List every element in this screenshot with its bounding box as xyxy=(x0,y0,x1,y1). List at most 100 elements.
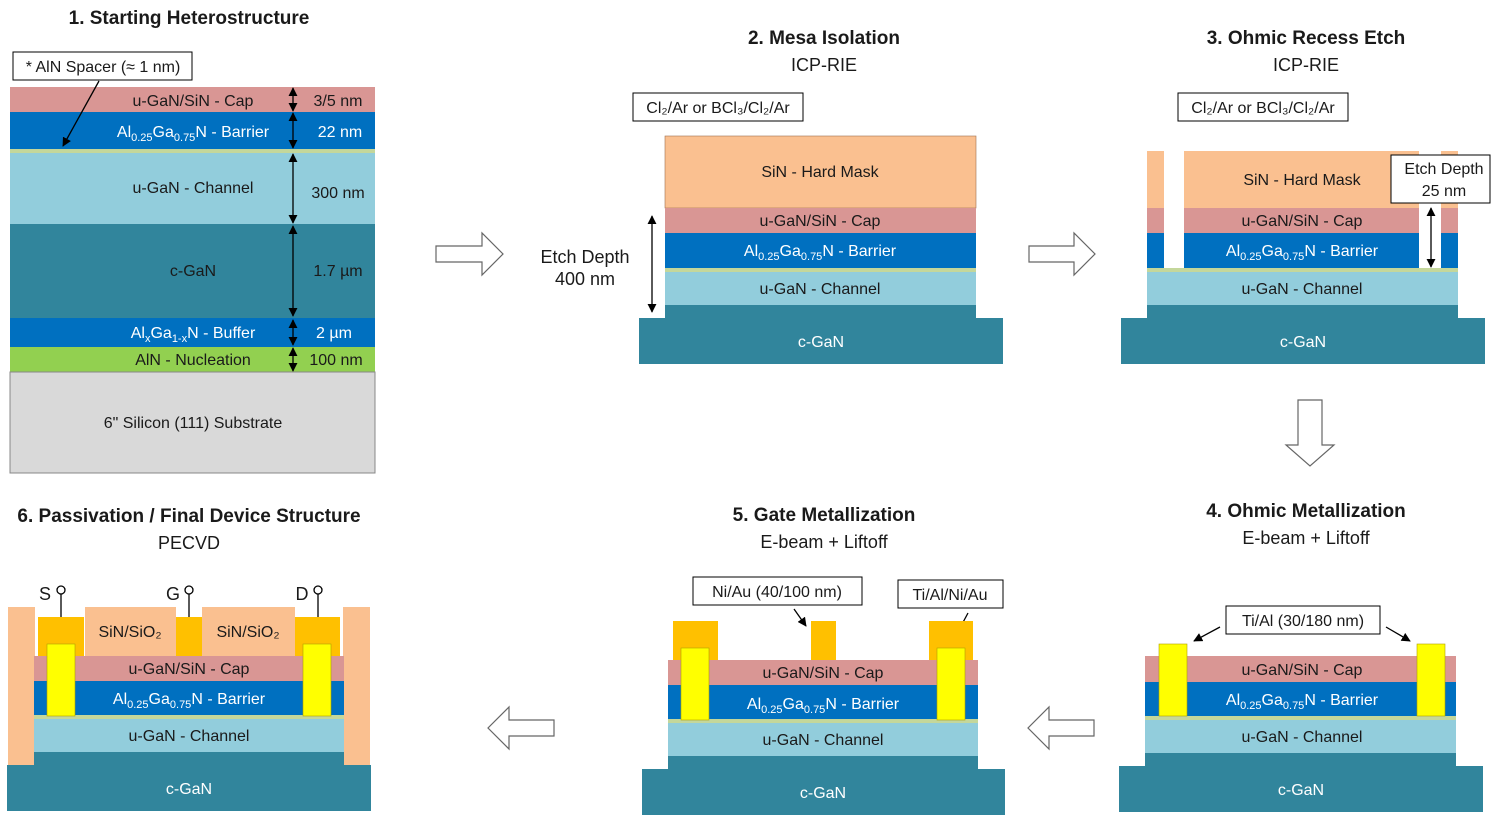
step2-barrier-layer xyxy=(665,233,976,268)
step6-passivation-left-label: SiN/SiO₂ xyxy=(98,624,161,641)
step3-right-pillar-cap xyxy=(1441,208,1458,233)
step6-left-passivation xyxy=(8,607,35,765)
step5-cgan-base xyxy=(642,769,1005,815)
step6-passivation-right-label: SiN/SiO₂ xyxy=(216,624,279,641)
step6-source-ohmic-contact xyxy=(46,643,76,717)
step1-buffer-layer xyxy=(10,318,375,347)
step1-spacer-pointer-arrow xyxy=(62,80,100,147)
step4-cgan-label: c-GaN xyxy=(1278,782,1324,799)
step4-title: 4. Ohmic Metallization xyxy=(1206,501,1406,522)
step6-panel: 6. Passivation / Final Device Structure … xyxy=(7,506,371,811)
step4-cap-label: u-GaN/SiN - Cap xyxy=(1242,662,1363,679)
step4-metal-label: Ti/Al (30/180 nm) xyxy=(1242,613,1364,630)
step6-cap-layer xyxy=(34,656,344,681)
step3-etch-depth-box xyxy=(1390,154,1491,204)
arrow-step4-to-5 xyxy=(1027,705,1095,751)
step3-gas-box xyxy=(1177,92,1349,122)
step5-right-ohmic-contact xyxy=(936,647,966,721)
step2-gas-box xyxy=(632,92,804,122)
step2-hard-mask-label: SiN - Hard Mask xyxy=(761,164,879,181)
step6-barrier-label: Al0.25Ga0.75N - Barrier xyxy=(113,691,266,711)
step3-barrier-layer xyxy=(1184,233,1419,268)
arrow-step5-to-6 xyxy=(487,705,555,751)
step3-right-pillar-barrier xyxy=(1441,233,1458,268)
step3-etch-depth-label: Etch Depth xyxy=(1404,161,1483,178)
step2-cap-layer xyxy=(665,208,976,233)
step1-substrate-layer xyxy=(9,371,376,474)
step2-spacer-layer xyxy=(665,268,976,272)
step3-channel-label: u-GaN - Channel xyxy=(1242,281,1363,298)
step5-gate-arrow xyxy=(793,608,807,627)
step5-cap-layer xyxy=(668,660,978,685)
step1-cgan-layer xyxy=(10,224,375,318)
step1-channel-layer xyxy=(10,153,375,224)
step3-gas-label: Cl₂/Ar or BCl₃/Cl₂/Ar xyxy=(1191,100,1335,117)
step1-spacer-layer xyxy=(10,149,375,153)
step5-channel-label: u-GaN - Channel xyxy=(763,732,884,749)
step6-cgan-base xyxy=(7,765,371,811)
step6-cap-label: u-GaN/SiN - Cap xyxy=(129,661,250,678)
step1-channel-label: u-GaN - Channel xyxy=(133,180,254,197)
step3-panel: 3. Ohmic Recess Etch ICP-RIE Cl₂/Ar or B… xyxy=(1121,28,1491,364)
step2-channel-label: u-GaN - Channel xyxy=(760,281,881,298)
step4-spacer-layer xyxy=(1145,716,1456,720)
step5-subtitle: E-beam + Liftoff xyxy=(760,532,888,552)
step6-right-passivation xyxy=(343,607,370,765)
step3-cap-layer xyxy=(1184,208,1419,233)
step1-barrier-label: Al0.25Ga0.75N - Barrier xyxy=(117,124,270,144)
step5-cgan-mesa xyxy=(668,756,978,770)
step3-left-pillar-mask xyxy=(1147,151,1164,208)
step4-left-ohmic-contact xyxy=(1158,643,1188,717)
step2-etch-depth-label: Etch Depth xyxy=(540,247,629,267)
step4-cgan-mesa xyxy=(1145,753,1456,767)
step5-barrier-layer xyxy=(668,685,978,719)
step5-cap-label: u-GaN/SiN - Cap xyxy=(763,665,884,682)
step1-panel: 1. Starting Heterostructure u-GaN/SiN - … xyxy=(9,8,376,474)
step6-barrier-layer xyxy=(34,681,344,715)
step3-channel-layer xyxy=(1147,272,1458,305)
step6-gate-terminal-icon xyxy=(184,585,194,617)
step6-spacer-layer xyxy=(34,715,344,719)
step1-substrate-label: 6" Silicon (111) Substrate xyxy=(104,415,283,432)
step1-channel-thickness: 300 nm xyxy=(311,185,364,202)
step4-channel-label: u-GaN - Channel xyxy=(1242,729,1363,746)
step5-gate-contact xyxy=(811,621,836,660)
step3-cgan-base xyxy=(1121,318,1485,364)
step6-gate-contact xyxy=(176,617,202,656)
step3-left-pillar-cap xyxy=(1147,208,1164,233)
step5-gate-metal-box xyxy=(692,576,863,606)
step6-drain-terminal-icon xyxy=(313,585,323,617)
step4-left-metal-arrow xyxy=(1193,626,1221,642)
step2-cap-label: u-GaN/SiN - Cap xyxy=(760,213,881,230)
arrow-step3-to-4 xyxy=(1284,399,1336,467)
step6-cgan-mesa xyxy=(34,752,344,766)
step4-barrier-label: Al0.25Ga0.75N - Barrier xyxy=(1226,692,1379,712)
step6-passivation-left-block xyxy=(85,607,176,656)
step4-right-metal-arrow xyxy=(1385,626,1411,642)
step2-panel: 2. Mesa Isolation ICP-RIE Cl₂/Ar or BCl₃… xyxy=(540,28,1003,364)
step5-title: 5. Gate Metallization xyxy=(733,505,916,526)
step4-right-ohmic-contact xyxy=(1416,643,1446,717)
step2-subtitle: ICP-RIE xyxy=(791,55,857,75)
step2-gas-label: Cl₂/Ar or BCl₃/Cl₂/Ar xyxy=(646,100,790,117)
arrow-step2-to-3 xyxy=(1028,231,1096,277)
step3-spacer-layer xyxy=(1147,268,1458,272)
step1-cap-label: u-GaN/SiN - Cap xyxy=(133,93,254,110)
step6-gate-terminal-label: G xyxy=(166,584,180,604)
step2-cgan-label: c-GaN xyxy=(798,334,844,351)
step5-channel-layer xyxy=(668,723,978,756)
step2-hard-mask-layer xyxy=(664,135,977,209)
step6-cgan-label: c-GaN xyxy=(166,781,212,798)
step4-metal-box xyxy=(1225,605,1381,635)
step1-spacer-note-box xyxy=(12,51,193,81)
step3-hard-mask-label: SiN - Hard Mask xyxy=(1243,172,1361,189)
step1-buffer-label: AlxGa1-xN - Buffer xyxy=(131,325,256,345)
step2-cgan-base xyxy=(639,318,1003,364)
step2-title: 2. Mesa Isolation xyxy=(748,28,900,49)
step1-cgan-thickness: 1.7 µm xyxy=(313,263,362,280)
step4-panel: 4. Ohmic Metallization E-beam + Liftoff … xyxy=(1119,501,1483,812)
step1-spacer-note: * AlN Spacer (≈ 1 nm) xyxy=(26,59,181,76)
step5-gate-metal-label: Ni/Au (40/100 nm) xyxy=(712,584,842,601)
step2-barrier-label: Al0.25Ga0.75N - Barrier xyxy=(744,243,897,263)
